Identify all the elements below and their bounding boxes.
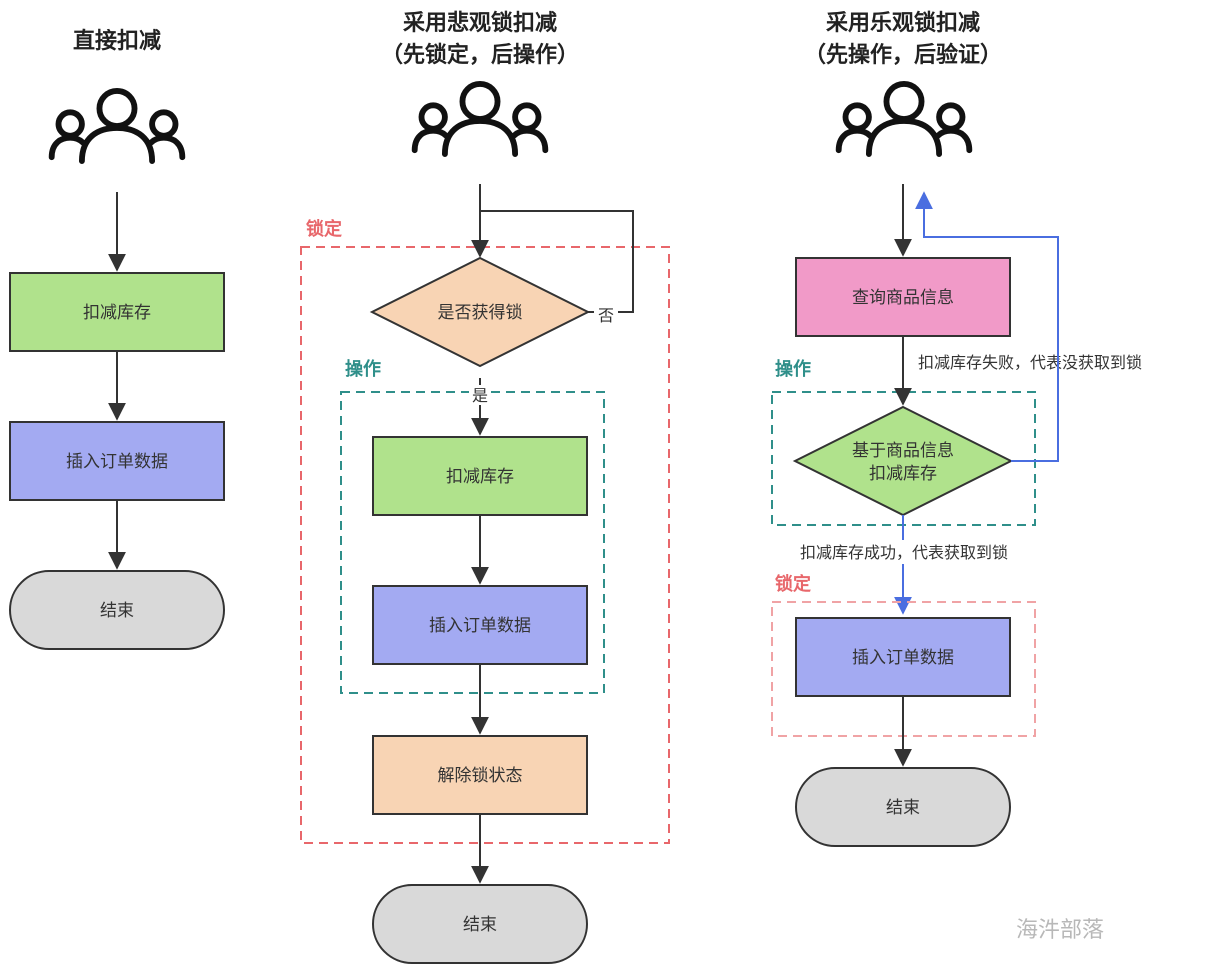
end-node [9, 570, 225, 650]
insert-order-label: 插入订单数据 [429, 616, 531, 636]
deduct-decision-line1: 基于商品信息 [852, 441, 954, 461]
query-product-node [795, 257, 1011, 337]
no-label: 否 [598, 306, 614, 325]
insert-order-node [9, 421, 225, 501]
deduct-decision-line2: 扣减库存 [869, 464, 937, 484]
no-label-bg [594, 303, 618, 325]
col1-direct-deduct: 直接扣减 扣减库存 插入订单数据 结束 [9, 28, 225, 650]
deduct-decision-node [792, 405, 1014, 517]
query-product-label: 查询商品信息 [852, 288, 954, 308]
col2-title-line2: （先锁定，后操作） [381, 42, 579, 68]
watermark: 海汼部落 [1016, 918, 1104, 943]
operation-region [340, 391, 605, 694]
col3-title-line1: 采用乐观锁扣减 [826, 10, 980, 36]
fail-label: 扣减库存失败，代表没获取到锁 [918, 353, 1142, 372]
lock-region-label: 锁定 [306, 218, 342, 240]
deduct-stock-label: 扣减库存 [83, 303, 151, 323]
end-label: 结束 [463, 915, 497, 935]
col2-title-line1: 采用悲观锁扣减 [403, 10, 557, 36]
success-label: 扣减库存成功，代表获取到锁 [800, 543, 1008, 562]
operation-region-label: 操作 [775, 358, 811, 380]
end-node [372, 884, 588, 964]
yes-label: 是 [472, 386, 488, 405]
deduct-stock-node [372, 436, 588, 516]
col3-optimistic-lock: 采用乐观锁扣减 （先操作，后验证） 查询商品信息 操作 扣减库存失败，代表没获取… [771, 10, 1142, 847]
col3-title-line2: （先操作，后验证） [804, 42, 1002, 68]
operation-region-label: 操作 [345, 358, 381, 380]
success-label-bg [772, 540, 1040, 564]
lock-decision-node [369, 256, 591, 368]
deduct-stock-label: 扣减库存 [446, 467, 514, 487]
col1-title: 直接扣减 [73, 28, 161, 54]
yes-label-bg [469, 385, 491, 405]
users-icon [52, 91, 183, 161]
lock-region-label: 锁定 [775, 573, 811, 595]
lock-decision-label: 是否获得锁 [438, 303, 523, 323]
end-label: 结束 [886, 798, 920, 818]
col2-pessimistic-lock: 采用悲观锁扣减 （先锁定，后操作） 锁定 操作 否 是否获得锁 是 扣减库存 插… [300, 10, 670, 964]
unlock-label: 解除锁状态 [438, 766, 523, 786]
insert-order-label: 插入订单数据 [66, 452, 168, 472]
insert-order-node [372, 585, 588, 665]
users-icon [415, 84, 546, 154]
edge-fail-loop [915, 191, 1059, 462]
insert-order-node [795, 617, 1011, 697]
end-label: 结束 [100, 601, 134, 621]
users-icon [839, 84, 970, 154]
end-node [795, 767, 1011, 847]
insert-order-label: 插入订单数据 [852, 648, 954, 668]
unlock-node [372, 735, 588, 815]
